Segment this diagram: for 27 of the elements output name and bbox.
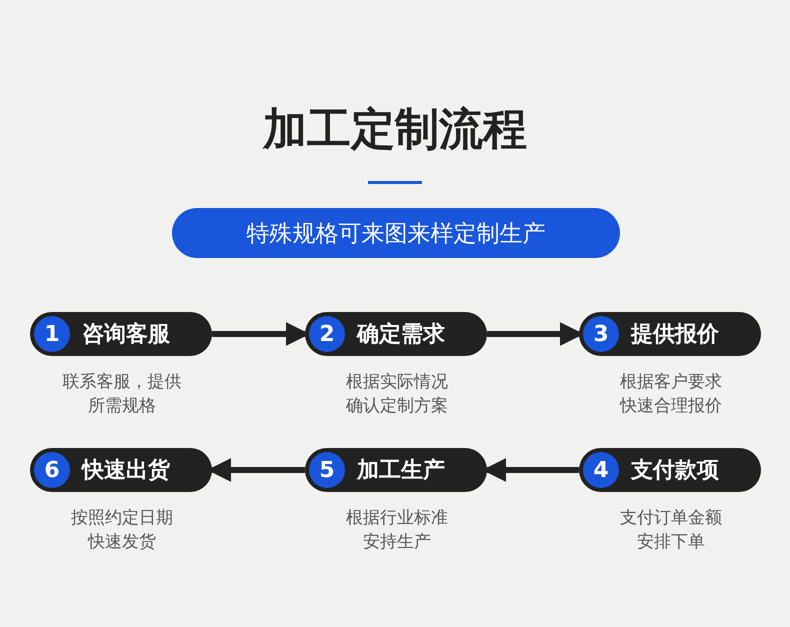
step-pill <box>30 448 212 492</box>
title: 加工定制流程 <box>261 103 528 157</box>
subtitle-text: 特殊规格可来图来样定制生产 <box>246 220 546 248</box>
step-description: 按照约定日期快速发货 <box>70 507 174 554</box>
step-title: 咨询客服 <box>82 320 170 349</box>
step-pill <box>30 312 212 356</box>
step-description: 根据客户要求快速合理报价 <box>619 371 723 418</box>
step-pill <box>305 312 487 356</box>
step-pill <box>579 448 761 492</box>
step-title: 确定需求 <box>357 320 445 349</box>
step-number: 6 <box>34 452 70 488</box>
step-number: 5 <box>309 452 345 488</box>
step-number: 3 <box>583 316 619 352</box>
step-title: 支付款项 <box>631 457 719 485</box>
step-number: 4 <box>583 452 619 488</box>
step-title: 加工生产 <box>357 457 445 485</box>
step-title: 快速出货 <box>82 457 170 485</box>
step-number: 2 <box>309 316 345 352</box>
step-pill <box>579 312 761 356</box>
step-description: 根据实际情况确认定制方案 <box>345 371 449 418</box>
step-description: 根据行业标准安持生产 <box>345 507 449 554</box>
step-pill <box>305 448 487 492</box>
step-title: 提供报价 <box>631 321 719 349</box>
step-description: 联系客服，提供所需规格 <box>62 371 182 418</box>
step-description: 支付订单金额安排下单 <box>619 507 723 554</box>
step-number: 1 <box>34 316 70 352</box>
subtitle-banner <box>172 208 620 258</box>
